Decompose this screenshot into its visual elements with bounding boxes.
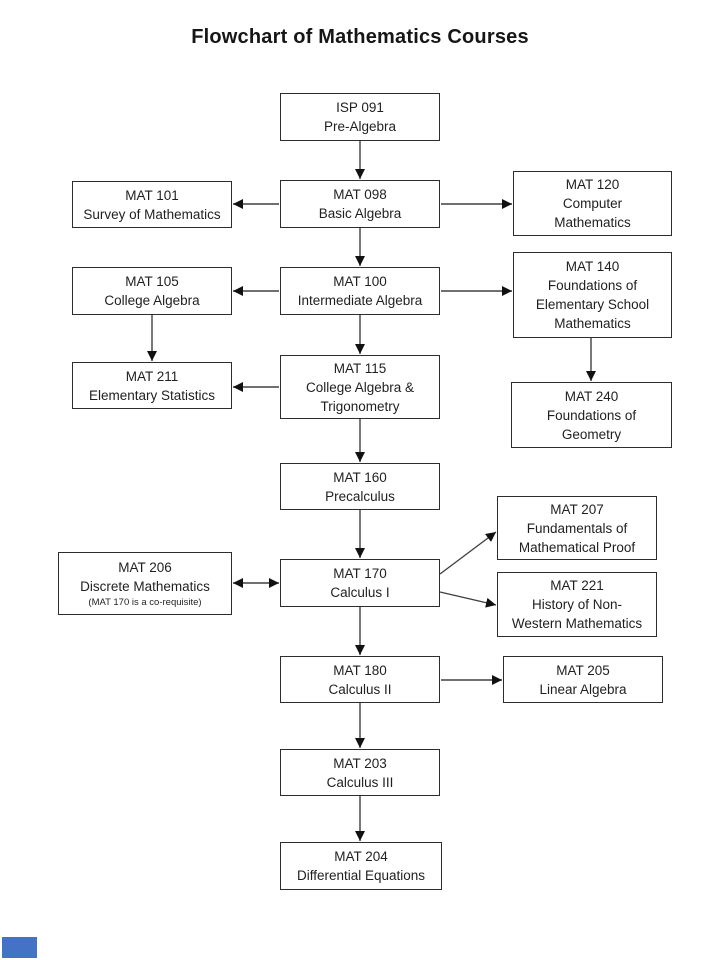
course-code: MAT 101	[125, 187, 179, 203]
course-title-line: Elementary School	[535, 297, 650, 312]
course-title-line: Mathematical Proof	[518, 539, 636, 555]
course-title-line: Precalculus	[325, 488, 395, 504]
course-code: MAT 207	[550, 501, 604, 517]
course-code: MAT 203	[333, 755, 387, 771]
course-title-line: Computer	[562, 196, 623, 211]
course-code: MAT 098	[333, 187, 387, 202]
blue-corner-square	[2, 937, 37, 958]
course-title-line: Fundamentals of	[526, 520, 628, 536]
course-title-line: Intermediate Algebra	[297, 293, 423, 308]
course-code: MAT 180	[333, 662, 387, 678]
course-title-line: Basic Algebra	[318, 206, 402, 221]
course-title-line: Western Mathematics	[511, 616, 643, 631]
course-code: MAT 221	[550, 578, 604, 593]
course-title-line: Foundations of	[547, 278, 638, 293]
arrow-mat170-to-mat207	[439, 531, 497, 575]
page-title: Flowchart of Mathematics Courses	[191, 26, 529, 48]
course-code: MAT 140	[565, 259, 620, 274]
course-title-line: Geometry	[561, 426, 622, 442]
course-code: MAT 204	[334, 849, 388, 864]
course-title-line: College Algebra	[104, 293, 200, 308]
course-title-line: Calculus III	[326, 774, 394, 790]
course-title-line: Elementary Statistics	[88, 387, 216, 403]
course-code: MAT 105	[125, 274, 179, 289]
course-title-line: Pre-Algebra	[323, 119, 397, 134]
course-title-line: Calculus II	[328, 681, 392, 697]
course-code: MAT 100	[333, 274, 387, 289]
course-code: MAT 205	[556, 662, 610, 678]
course-code: MAT 120	[565, 177, 620, 192]
course-title-line: Mathematics	[554, 215, 631, 230]
course-code: MAT 115	[333, 360, 387, 376]
course-code: MAT 240	[564, 388, 619, 404]
course-title-line: Differential Equations	[296, 868, 426, 883]
course-code: MAT 160	[333, 469, 387, 485]
course-title-line: Discrete Mathematics	[80, 579, 210, 594]
course-code: ISP 091	[336, 100, 384, 115]
course-code: MAT 211	[125, 368, 179, 384]
course-title-line: Trigonometry	[320, 398, 400, 414]
course-title-line: Survey of Mathematics	[83, 206, 221, 222]
course-code: MAT 170	[333, 566, 387, 581]
course-title-line: Calculus I	[330, 585, 390, 600]
course-title-line: Mathematics	[554, 316, 631, 331]
course-code: MAT 206	[118, 560, 172, 575]
arrow-mat170-to-mat221	[439, 591, 497, 608]
course-title-line: Linear Algebra	[539, 681, 627, 697]
course-title-line: History of Non-	[531, 597, 623, 612]
course-title-line: (MAT 170 is a co-requisite)	[88, 597, 202, 608]
course-title-line: Foundations of	[546, 407, 637, 423]
course-title-line: College Algebra &	[305, 379, 415, 395]
